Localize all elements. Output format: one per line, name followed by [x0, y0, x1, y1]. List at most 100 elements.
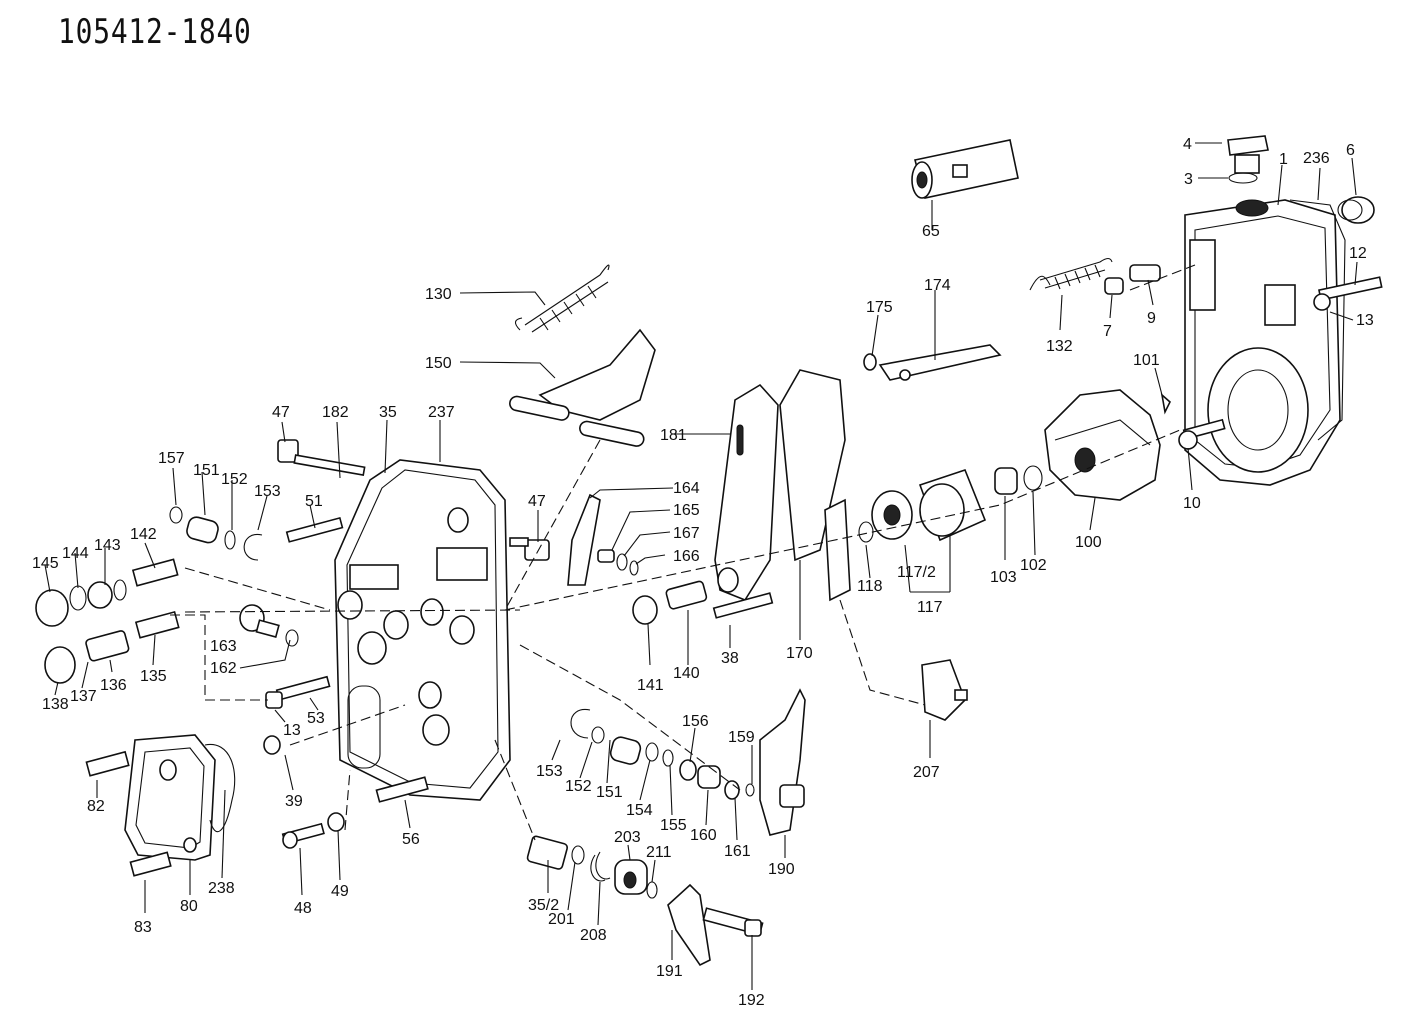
label-39: 39 [285, 793, 303, 810]
spring-130 [514, 264, 610, 333]
label-10: 10 [1183, 495, 1201, 512]
clip-159 [745, 783, 755, 797]
link-bracket [1129, 264, 1161, 282]
label-130: 130 [425, 286, 452, 303]
screw-82 [85, 750, 130, 777]
label-211: 211 [646, 844, 672, 861]
label-141: 141 [637, 677, 664, 694]
screw-48 [281, 822, 325, 849]
washer-118 [858, 521, 874, 543]
label-182: 182 [322, 404, 349, 421]
screw-83 [129, 851, 172, 877]
label-151-top: 151 [193, 462, 220, 479]
label-155: 155 [660, 817, 687, 834]
label-13-left: 13 [283, 722, 301, 739]
label-160: 160 [690, 827, 717, 844]
governor-housing [1184, 199, 1341, 486]
label-4: 4 [1183, 136, 1192, 153]
label-136: 136 [100, 677, 127, 694]
governor-cover [334, 459, 511, 801]
cap-plug [1337, 196, 1375, 224]
pin-101 [1160, 392, 1171, 415]
spring-154 [645, 742, 659, 762]
label-237: 237 [428, 404, 455, 421]
label-181: 181 [660, 427, 687, 444]
coupling-sleeve [911, 139, 1019, 199]
sleeve-151 [186, 516, 219, 544]
label-145: 145 [32, 555, 59, 572]
cap-nut-145 [35, 589, 69, 627]
label-238: 238 [208, 880, 235, 897]
label-47-right: 47 [528, 493, 546, 510]
label-102: 102 [1020, 557, 1047, 574]
screw-142 [131, 558, 179, 587]
label-49: 49 [331, 883, 349, 900]
lever-164 [567, 493, 601, 586]
label-190: 190 [768, 861, 795, 878]
ring-152b [591, 726, 605, 744]
washer-211 [646, 881, 658, 899]
washer-167 [616, 553, 628, 571]
washer-143b [113, 579, 127, 601]
label-137: 137 [70, 688, 97, 705]
bushing-165 [597, 549, 615, 563]
label-170: 170 [786, 645, 813, 662]
label-150: 150 [425, 355, 452, 372]
label-117-2: 117/2 [897, 564, 936, 581]
label-140: 140 [673, 665, 700, 682]
label-152-bottom: 152 [565, 778, 592, 795]
spring-132 [1029, 257, 1113, 291]
label-208: 208 [580, 927, 607, 944]
spring-208 [590, 851, 611, 882]
label-203: 203 [614, 829, 641, 846]
clip-153b [570, 709, 591, 739]
label-236: 236 [1303, 150, 1330, 167]
label-48: 48 [294, 900, 312, 917]
label-157: 157 [158, 450, 185, 467]
washer-144 [69, 585, 87, 611]
sleeve-203 [614, 859, 648, 895]
label-174: 174 [924, 277, 951, 294]
label-144: 144 [62, 545, 89, 562]
label-51: 51 [305, 493, 323, 510]
screw-192-head [744, 919, 762, 937]
plug-screw [1227, 135, 1269, 174]
label-6: 6 [1346, 142, 1355, 159]
label-192: 192 [738, 992, 765, 1009]
screw-140 [665, 580, 708, 610]
label-161: 161 [724, 843, 751, 860]
lever-shaft-150 [509, 328, 656, 447]
label-138: 138 [42, 696, 69, 713]
bolt-38 [712, 592, 774, 619]
sleeve-151b [609, 736, 642, 765]
label-132: 132 [1046, 338, 1073, 355]
housing-gasket [1289, 199, 1346, 441]
label-65: 65 [922, 223, 940, 240]
flyweight-assembly [1044, 389, 1161, 501]
cover-plate [124, 734, 216, 861]
washer-155 [662, 749, 674, 767]
screw-162 [239, 604, 280, 638]
label-153-bottom: 153 [536, 763, 563, 780]
label-101: 101 [1133, 352, 1160, 369]
label-167: 167 [673, 525, 700, 542]
fulcrum-lever [714, 383, 779, 601]
washer-163 [285, 629, 299, 647]
label-80: 80 [180, 898, 198, 915]
ring-156 [679, 759, 697, 781]
label-154: 154 [626, 802, 653, 819]
screw-35-2 [526, 835, 569, 870]
screw-51 [285, 516, 344, 543]
label-207: 207 [913, 764, 940, 781]
part-number-labels: 4 3 1 236 6 12 13 7 9 132 101 10 100 102… [32, 136, 1374, 1009]
lever-190 [759, 688, 806, 836]
label-164: 164 [673, 480, 700, 497]
bearing-bore [883, 504, 901, 526]
label-151-bottom: 151 [596, 784, 623, 801]
label-162: 162 [210, 660, 237, 677]
label-153-top: 153 [254, 483, 281, 500]
sleeve-136 [85, 630, 130, 662]
ring-161 [724, 780, 740, 800]
leader-lines [44, 142, 1358, 990]
